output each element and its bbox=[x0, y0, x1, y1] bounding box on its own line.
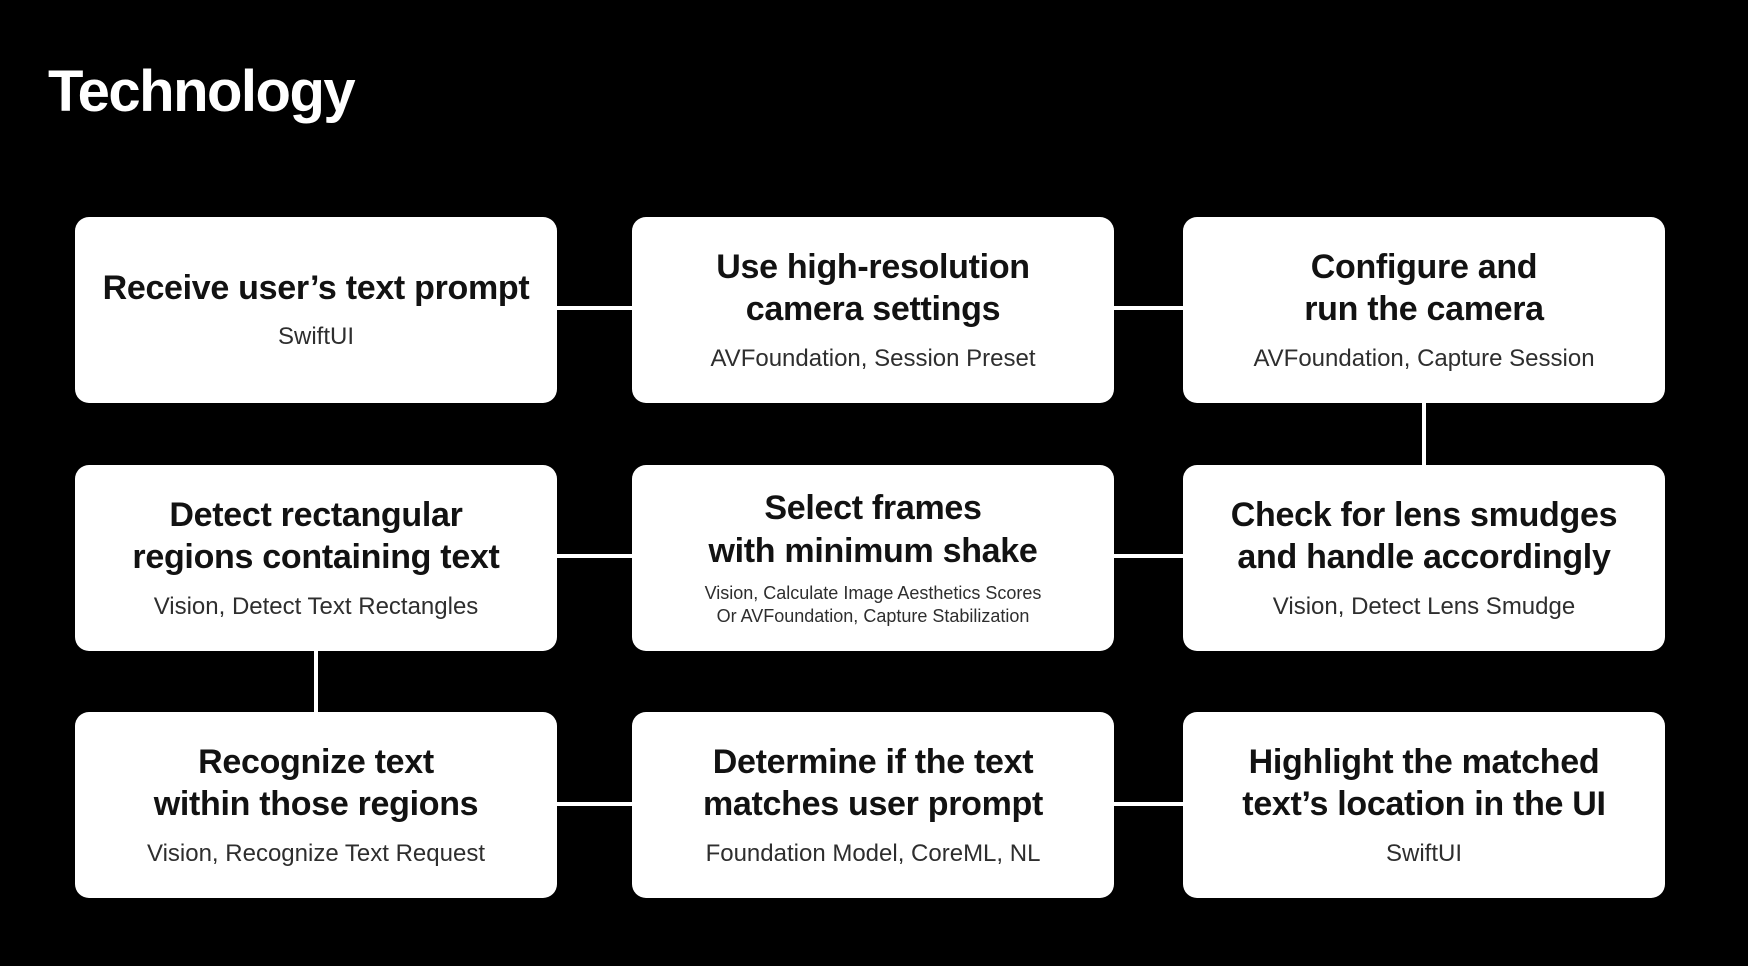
card-title: Use high-resolution camera settings bbox=[716, 248, 1030, 329]
card-title: Check for lens smudges and handle accord… bbox=[1230, 496, 1618, 577]
connector-row2-card2-card3 bbox=[1110, 554, 1183, 558]
flow-card-select-frames-minimum-shake: Select frames with minimum shake Vision,… bbox=[632, 465, 1114, 651]
connector-col1-row2-row3 bbox=[314, 650, 318, 713]
card-subtitle: SwiftUI bbox=[1385, 839, 1462, 867]
flow-card-highlight-matched-text-location: Highlight the matched text’s location in… bbox=[1183, 712, 1665, 898]
card-subtitle: Vision, Calculate Image Aesthetics Score… bbox=[704, 582, 1042, 627]
card-title: Detect rectangular regions containing te… bbox=[132, 496, 500, 577]
card-subtitle: Vision, Detect Lens Smudge bbox=[1272, 592, 1576, 620]
flow-card-determine-text-matches-prompt: Determine if the text matches user promp… bbox=[632, 712, 1114, 898]
card-title: Configure and run the camera bbox=[1304, 248, 1544, 329]
card-subtitle: Foundation Model, CoreML, NL bbox=[705, 839, 1041, 867]
card-title: Highlight the matched text’s location in… bbox=[1242, 743, 1606, 824]
card-title: Receive user’s text prompt bbox=[102, 269, 530, 308]
page-title: Technology bbox=[48, 59, 356, 124]
card-title: Determine if the text matches user promp… bbox=[702, 743, 1044, 824]
flow-card-use-high-resolution-camera-settings: Use high-resolution camera settings AVFo… bbox=[632, 217, 1114, 403]
flow-card-receive-user-text-prompt: Receive user’s text prompt SwiftUI bbox=[75, 217, 557, 403]
flow-card-recognize-text-within-regions: Recognize text within those regions Visi… bbox=[75, 712, 557, 898]
flow-card-configure-and-run-the-camera: Configure and run the camera AVFoundatio… bbox=[1183, 217, 1665, 403]
connector-col3-row1-row2 bbox=[1422, 402, 1426, 466]
connector-row1-card1-card2 bbox=[557, 306, 632, 310]
connector-row3-card1-card2 bbox=[557, 802, 632, 806]
card-subtitle: Vision, Detect Text Rectangles bbox=[153, 592, 479, 620]
card-title: Select frames with minimum shake bbox=[708, 489, 1038, 570]
card-title: Recognize text within those regions bbox=[153, 743, 479, 824]
card-subtitle: SwiftUI bbox=[277, 323, 354, 351]
connector-row2-card1-card2 bbox=[556, 554, 632, 558]
connector-row1-card2-card3 bbox=[1110, 306, 1183, 310]
flow-card-detect-rectangular-regions: Detect rectangular regions containing te… bbox=[75, 465, 557, 651]
flow-card-check-lens-smudges: Check for lens smudges and handle accord… bbox=[1183, 465, 1665, 651]
card-subtitle: AVFoundation, Session Preset bbox=[710, 344, 1036, 372]
connector-row3-card2-card3 bbox=[1110, 802, 1183, 806]
card-subtitle: AVFoundation, Capture Session bbox=[1253, 344, 1595, 372]
card-subtitle: Vision, Recognize Text Request bbox=[147, 839, 485, 867]
